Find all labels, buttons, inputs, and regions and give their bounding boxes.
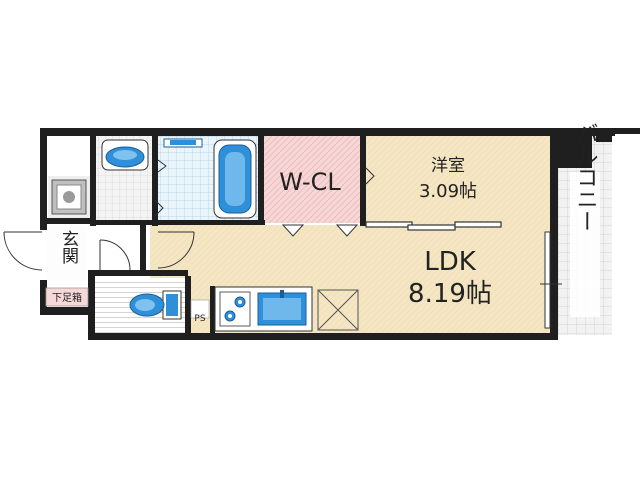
balcony-door (540, 231, 562, 329)
wcl-floor (262, 135, 362, 223)
shoe-box-label: 下足箱 (52, 291, 82, 304)
shower-icon (163, 138, 203, 148)
balcony-label: バルコニー (573, 122, 598, 232)
western-room-name: 洋室 (431, 156, 465, 176)
stove-icon (219, 291, 251, 327)
ldk-size: 8.19帖 (408, 279, 492, 309)
shoe-box (45, 287, 89, 307)
toilet-icon (129, 290, 182, 320)
refrigerator-space-icon (317, 289, 359, 331)
ps-box (190, 299, 210, 319)
western-room-size: 3.09帖 (419, 181, 477, 202)
washbasin-icon (101, 139, 149, 171)
ldk-name: LDK (424, 247, 477, 277)
entrance-label: 玄関 (58, 230, 78, 264)
ps-label: PS (194, 314, 205, 324)
sliding-door (365, 221, 502, 231)
balcony-label-box (570, 172, 600, 317)
wcl-label: W-CL (279, 168, 341, 196)
washing-machine-pan-icon (51, 179, 87, 215)
walls (40, 128, 640, 340)
bathtub-icon (213, 139, 257, 219)
door-swings (3, 159, 375, 271)
kitchen-sink-icon (257, 290, 307, 326)
entrance-floor (47, 226, 87, 286)
folding-door (281, 224, 359, 237)
western-room-floor (365, 135, 550, 227)
